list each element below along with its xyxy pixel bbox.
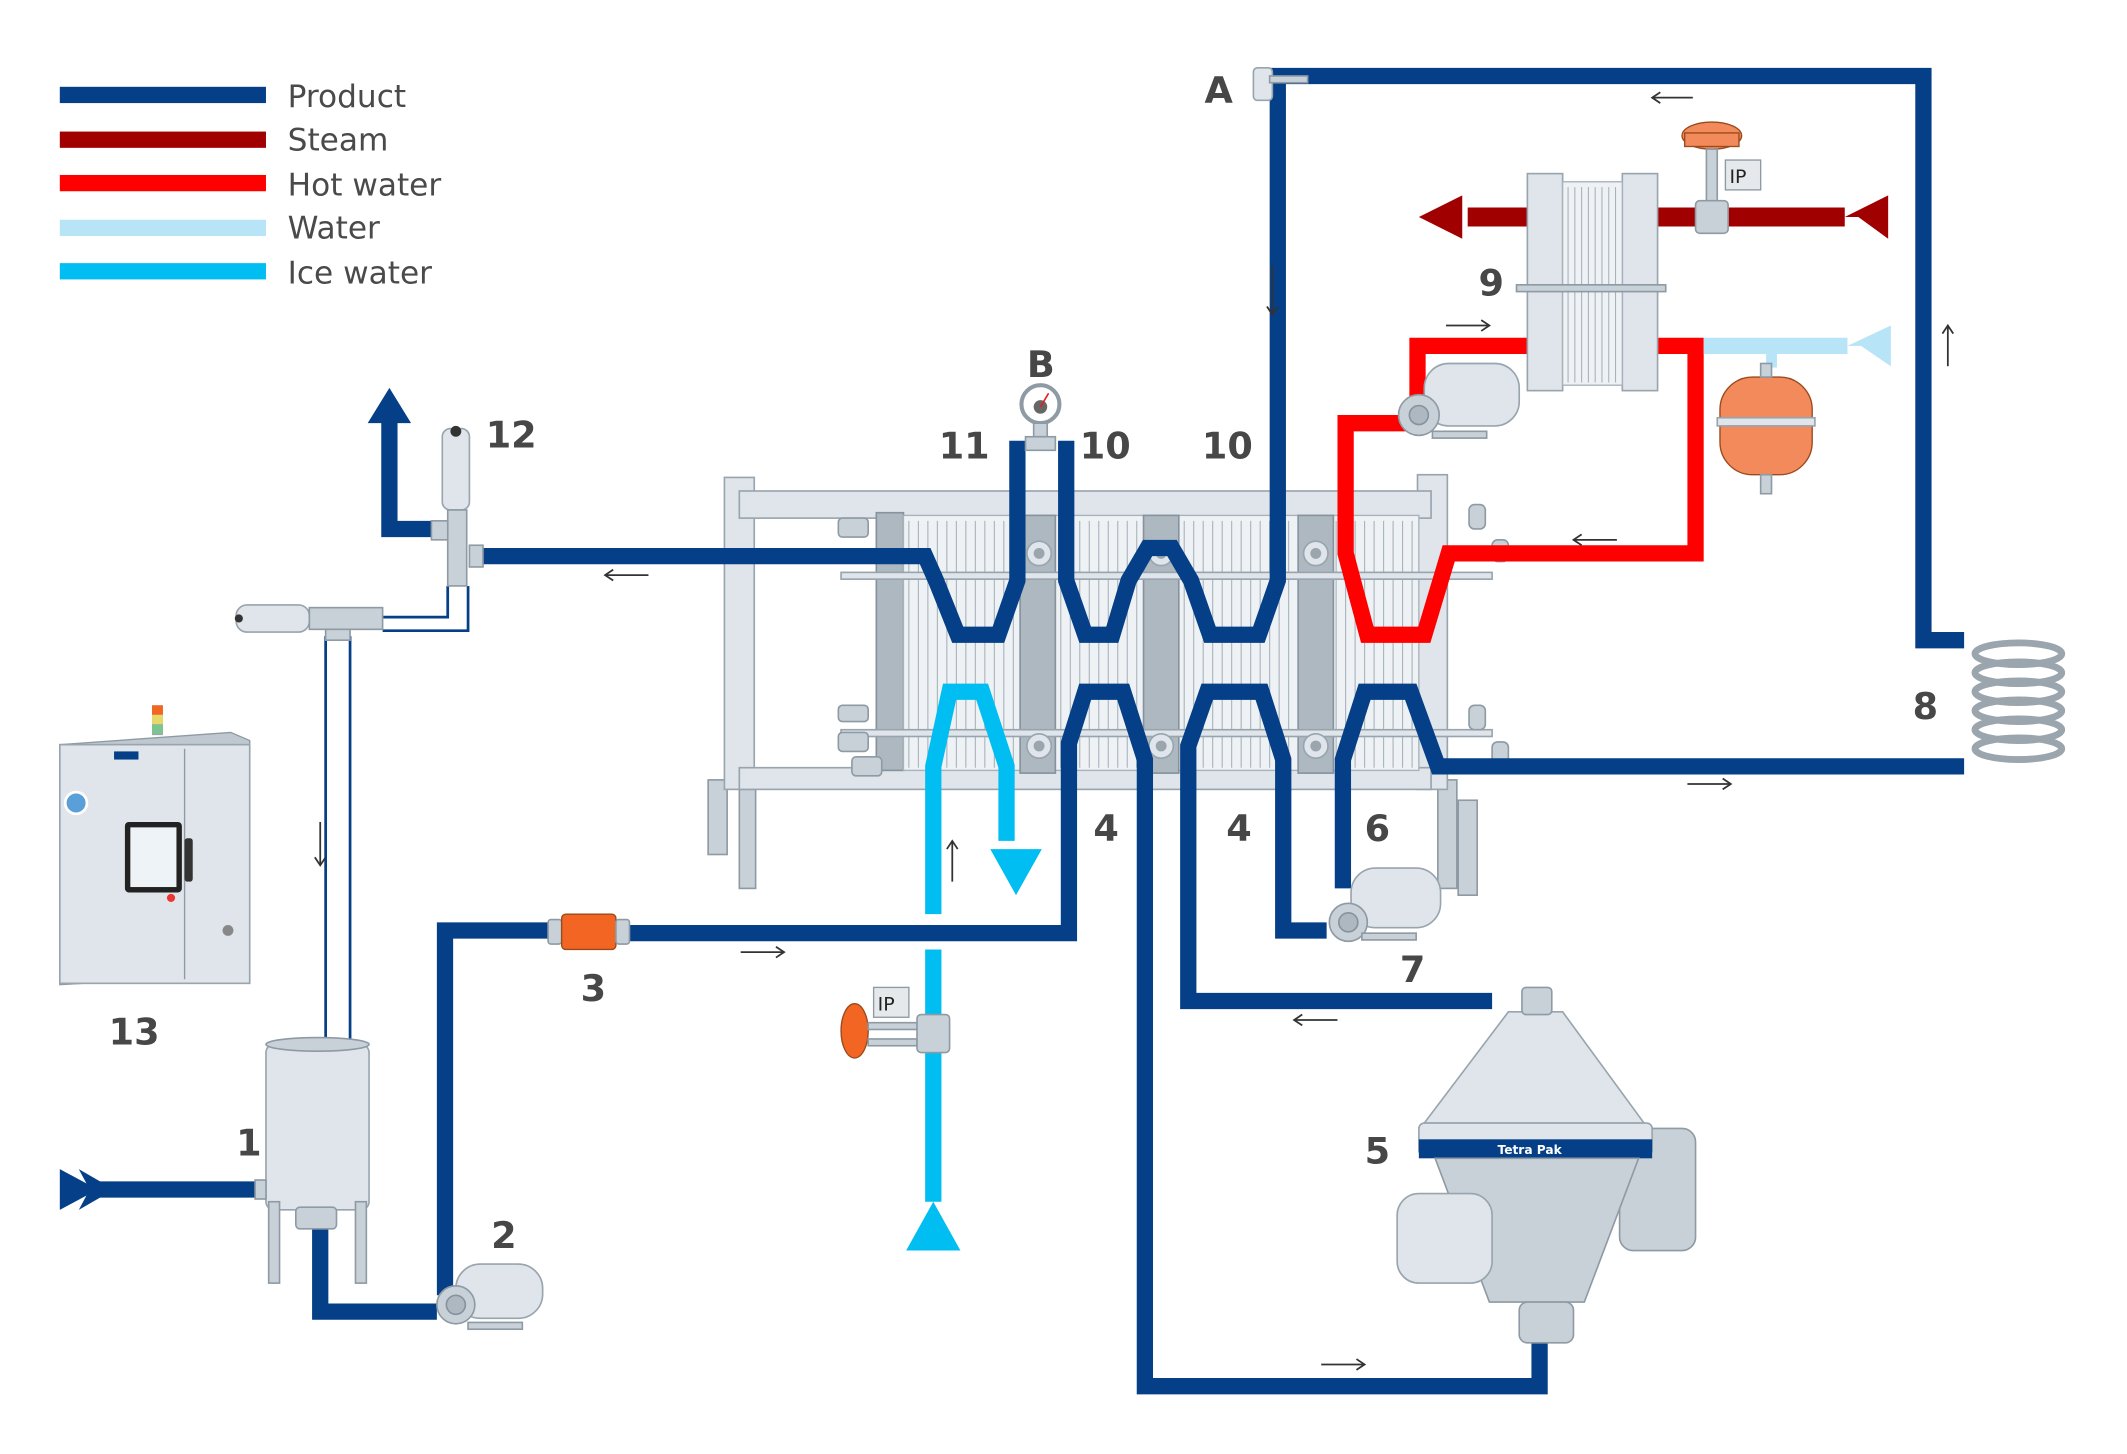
product-pipe-cooling-to-fdv <box>482 440 1026 643</box>
holding-tube <box>1971 639 2066 763</box>
balance-tank <box>254 1036 370 1284</box>
legend-item-steam: Steam <box>59 123 389 159</box>
label-component-7: 7 <box>1400 948 1425 991</box>
separator-brand-band <box>1418 1139 1653 1159</box>
label-point-a: A <box>1205 69 1234 112</box>
legend-label-ice-water: Ice water <box>288 255 432 291</box>
flow-arrows <box>314 91 1954 1371</box>
legend-swatch-product <box>59 86 266 104</box>
legend-label-steam: Steam <box>288 123 389 159</box>
panel-badge <box>114 751 139 760</box>
water-pipes <box>1703 325 1891 368</box>
booster-pump <box>1328 867 1442 943</box>
component-labels: 1 2 3 4 4 5 6 7 8 9 10 10 11 12 13 A B <box>109 69 1938 1257</box>
label-component-12: 12 <box>486 414 537 457</box>
ice-water-control-valve: IP <box>840 986 951 1059</box>
flow-controller <box>547 913 631 951</box>
legend: Product Steam Hot water Water Ice water <box>59 79 442 291</box>
ice-water-pipe <box>925 683 1015 915</box>
product-pipes <box>97 67 1965 1395</box>
product-outlet-arrow <box>367 387 412 424</box>
legend-item-ice-water: Ice water <box>59 255 432 291</box>
product-pipe-tank-to-pump <box>312 1227 437 1320</box>
separator-brand-text: Tetra Pak <box>1498 1143 1563 1157</box>
label-point-b: B <box>1027 343 1055 386</box>
legend-item-water: Water <box>59 211 380 247</box>
product-pipe-booster-to-heating <box>1334 683 1965 889</box>
steam-control-valve: IP <box>1681 121 1762 235</box>
label-component-9: 9 <box>1479 262 1504 305</box>
label-component-4a: 4 <box>1093 807 1118 850</box>
legend-swatch-ice-water <box>59 263 266 280</box>
steam-inlet-arrow <box>1844 195 1889 239</box>
label-component-4b: 4 <box>1226 807 1251 850</box>
ice-water-outlet-arrow <box>990 849 1042 896</box>
ice-water-inlet-arrow <box>906 1201 961 1251</box>
steam-outlet-arrow <box>1418 195 1463 239</box>
temperature-sensor <box>1252 67 1309 102</box>
label-component-11: 11 <box>939 424 990 467</box>
legend-label-product: Product <box>288 79 406 115</box>
hot-water-pump <box>1397 362 1521 439</box>
product-pipe-separator-to-regen <box>1180 683 1493 1010</box>
feed-pump <box>436 1263 544 1331</box>
separator: Tetra Pak <box>1396 986 1697 1344</box>
product-inlet-arrow <box>59 1169 98 1210</box>
label-component-1: 1 <box>236 1122 261 1165</box>
side-nozzles <box>837 503 1510 777</box>
label-component-2: 2 <box>491 1214 516 1257</box>
legend-label-hot-water: Hot water <box>288 167 442 203</box>
legend-swatch-hot-water <box>59 174 266 192</box>
steam-water-heater <box>1515 172 1667 392</box>
flow-diversion-valve <box>430 425 484 587</box>
legend-item-hot-water: Hot water <box>59 167 442 203</box>
pressure-gauge <box>1019 383 1062 452</box>
ice-water-pipes <box>906 683 1042 1251</box>
ice-valve-ip-label: IP <box>878 993 895 1015</box>
product-pipe-holding-return <box>1058 67 1965 649</box>
label-component-6: 6 <box>1365 807 1390 850</box>
leakage-valve <box>234 604 384 642</box>
control-panel <box>58 705 251 986</box>
label-component-10b: 10 <box>1202 424 1253 467</box>
legend-label-water: Water <box>288 211 380 247</box>
label-component-8: 8 <box>1913 685 1938 728</box>
label-component-10a: 10 <box>1080 424 1131 467</box>
label-component-3: 3 <box>581 967 606 1010</box>
product-pipe-fdv-divert <box>381 420 432 538</box>
expansion-tank <box>1716 362 1816 495</box>
steam-valve-ip-label: IP <box>1729 166 1746 188</box>
label-component-5: 5 <box>1365 1130 1390 1173</box>
steam-valve-ip-box <box>1724 159 1762 191</box>
legend-swatch-water <box>59 219 266 237</box>
plate-heat-exchanger <box>707 473 1510 897</box>
label-component-13: 13 <box>109 1010 160 1053</box>
legend-swatch-steam <box>59 131 266 148</box>
product-pipe-pump-to-fc <box>436 922 557 1296</box>
ice-valve-ip-box <box>872 986 910 1018</box>
product-pipe-fc-to-regen <box>626 683 1548 1395</box>
water-inlet-arrow <box>1847 325 1891 367</box>
legend-item-product: Product <box>59 79 406 115</box>
